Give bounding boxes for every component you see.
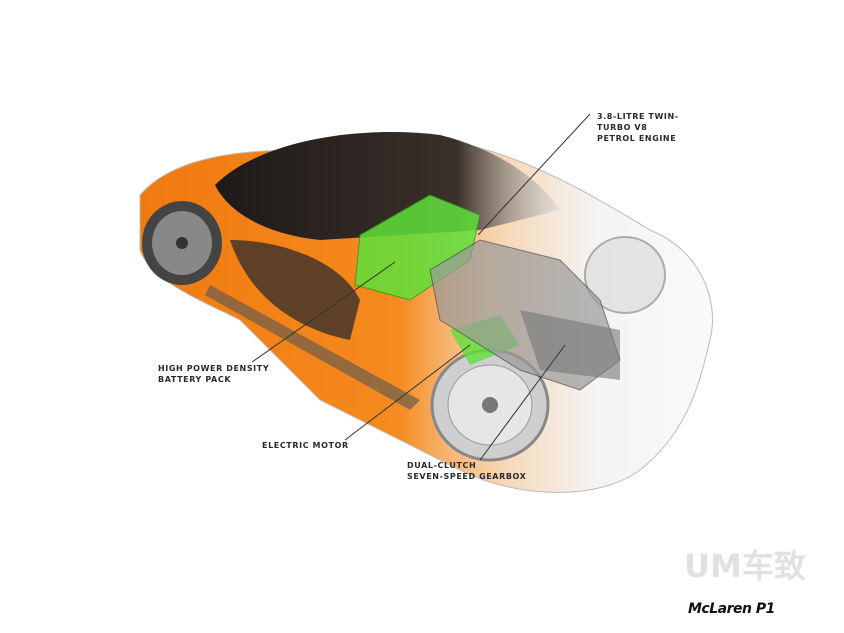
rear-wheel [430,236,666,462]
engine-label: 3.8-LITRE TWIN- TURBO V8 PETROL ENGINE [597,112,679,143]
battery-label: HIGH POWER DENSITY BATTERY PACK [158,364,270,384]
front-wheel [142,201,222,285]
engine [429,239,621,391]
watermark: UM车致 [684,547,806,585]
electric-motor-label: ELECTRIC MOTOR [262,441,349,450]
gearbox [520,310,620,380]
mclaren-p1-logo: McLaren P1 [688,601,775,617]
gearbox-label: DUAL-CLUTCH SEVEN-SPEED GEARBOX [407,461,527,481]
car-body [139,132,713,493]
leader-lines [251,113,591,461]
